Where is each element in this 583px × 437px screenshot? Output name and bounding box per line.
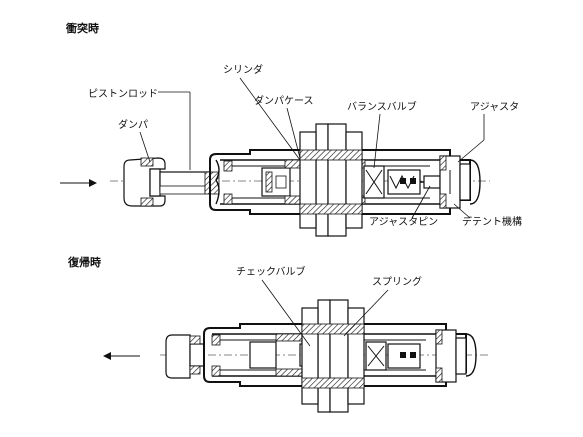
label-damper: ダンパ [118, 118, 148, 131]
rod-cap [149, 168, 161, 197]
mount-nut-right [327, 123, 347, 237]
label-damper-case: ダンパケース [254, 94, 314, 107]
mount-nut-bottom-right [329, 299, 349, 413]
damper-rubber-bottom [140, 197, 154, 207]
absorber-top-assembly [110, 123, 490, 237]
label-check-valve: チェックバルブ [236, 265, 306, 278]
mount-nut-bottom-left [317, 299, 331, 413]
mount-nut-left [315, 123, 329, 237]
impact-labels: ピストンロッド シリンダ ダンパケース バランスバルブ アジャスタ ダンパ アジ… [88, 63, 522, 228]
label-balance-valve: バランスバルブ [347, 100, 417, 113]
absorber-bottom-assembly [160, 299, 490, 413]
label-adjuster: アジャスタ [470, 101, 519, 113]
damper-pad [123, 157, 166, 207]
label-spring: スプリング [372, 275, 422, 288]
label-detent-mechanism: デテント機構 [462, 215, 522, 228]
rod-collar [159, 185, 206, 195]
label-cylinder: シリンダ [223, 63, 263, 76]
return-labels: チェックバルブ スプリング [236, 265, 422, 347]
impact-section-title: 衝突時 [65, 21, 99, 35]
rod-seal [204, 171, 220, 195]
rod-head-bottom [165, 334, 191, 379]
label-adjuster-pin: アジャスタピン [369, 216, 438, 228]
return-section-title: 復帰時 [67, 255, 101, 269]
piston-bottom [249, 341, 277, 369]
damper-rubber-top [140, 157, 154, 167]
label-piston-rod: ピストンロッド [88, 88, 158, 100]
